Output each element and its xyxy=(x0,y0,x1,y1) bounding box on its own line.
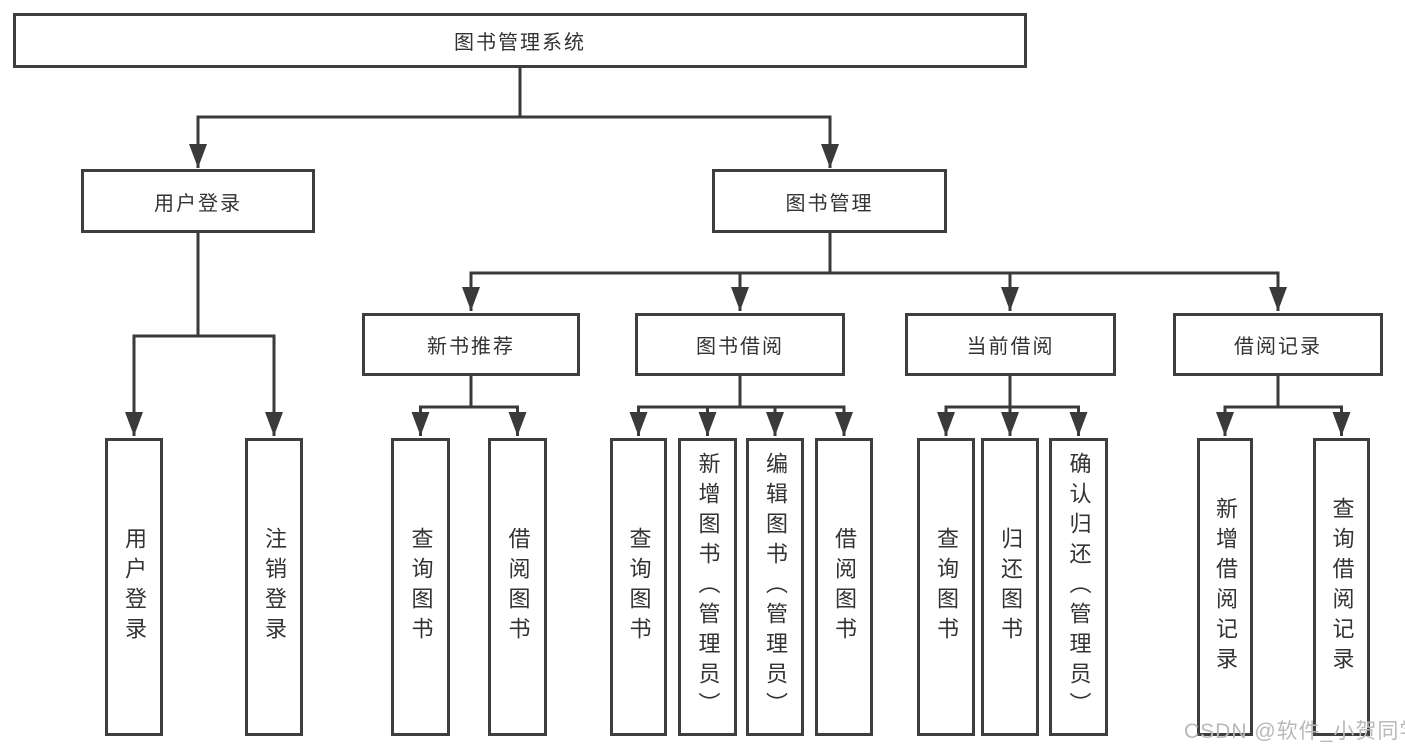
leaf-user-login: 用户登录 xyxy=(105,438,163,736)
leaf-label: 借阅图书 xyxy=(505,527,531,647)
leaf-label: 借阅图书 xyxy=(832,527,857,647)
node-label: 借阅记录 xyxy=(1234,336,1322,358)
leaf-label: 查询借阅记录 xyxy=(1329,497,1355,677)
leaf-label: 查询图书 xyxy=(934,527,959,647)
node-label: 用户登录 xyxy=(154,192,242,215)
connector-new-book-recommend-to-leaves xyxy=(411,376,527,436)
node-label: 当前借阅 xyxy=(966,336,1055,358)
node-user-login: 用户登录 xyxy=(81,169,315,233)
node-label: 图书管理系统 xyxy=(454,32,586,54)
leaf-label: 归还图书 xyxy=(998,527,1023,647)
leaf-label: 确认归还（管理员） xyxy=(1066,452,1092,722)
leaf-add-books-admin: 新增图书（管理员） xyxy=(678,438,737,736)
node-label: 新书推荐 xyxy=(427,336,515,358)
leaf-logout: 注销登录 xyxy=(245,438,303,736)
leaf-borrow-books-recommend: 借阅图书 xyxy=(488,438,547,736)
leaf-label: 用户登录 xyxy=(122,527,147,647)
leaf-query-borrow-record: 查询借阅记录 xyxy=(1313,438,1370,736)
leaf-label: 新增借阅记录 xyxy=(1213,497,1238,677)
leaf-query-books-current: 查询图书 xyxy=(917,438,975,736)
csdn-watermark: CSDN @软件_小贺同学 xyxy=(1184,720,1405,743)
leaf-label: 新增图书（管理员） xyxy=(695,452,721,722)
leaf-label: 查询图书 xyxy=(408,527,434,647)
leaf-return-books: 归还图书 xyxy=(981,438,1039,736)
leaf-add-borrow-record: 新增借阅记录 xyxy=(1197,438,1253,736)
node-book-management: 图书管理 xyxy=(712,169,947,233)
connector-book-borrowing-to-leaves xyxy=(629,376,853,436)
node-library-system: 图书管理系统 xyxy=(13,13,1027,68)
connector-root-to-level2 xyxy=(189,67,839,168)
node-label: 图书管理 xyxy=(785,192,874,215)
leaf-confirm-return-admin: 确认归还（管理员） xyxy=(1049,438,1108,736)
leaf-query-books-borrowing: 查询图书 xyxy=(610,438,667,736)
connector-current-borrowing-to-leaves xyxy=(937,376,1088,436)
connector-user-login-to-leaves xyxy=(125,233,283,436)
node-current-borrowing: 当前借阅 xyxy=(905,313,1116,376)
node-new-book-recommend: 新书推荐 xyxy=(362,313,580,376)
leaf-borrow-books-borrowing: 借阅图书 xyxy=(815,438,873,736)
leaf-label: 编辑图书（管理员） xyxy=(763,452,788,722)
leaf-label: 查询图书 xyxy=(626,527,652,647)
leaf-edit-books-admin: 编辑图书（管理员） xyxy=(746,438,804,736)
connector-book-management-to-level3 xyxy=(462,233,1287,311)
leaf-query-books-recommend: 查询图书 xyxy=(391,438,450,736)
node-book-borrowing: 图书借阅 xyxy=(635,313,845,376)
node-borrowing-records: 借阅记录 xyxy=(1173,313,1383,376)
leaf-label: 注销登录 xyxy=(262,527,287,647)
node-label: 图书借阅 xyxy=(696,336,784,358)
connector-borrowing-records-to-leaves xyxy=(1216,376,1351,436)
